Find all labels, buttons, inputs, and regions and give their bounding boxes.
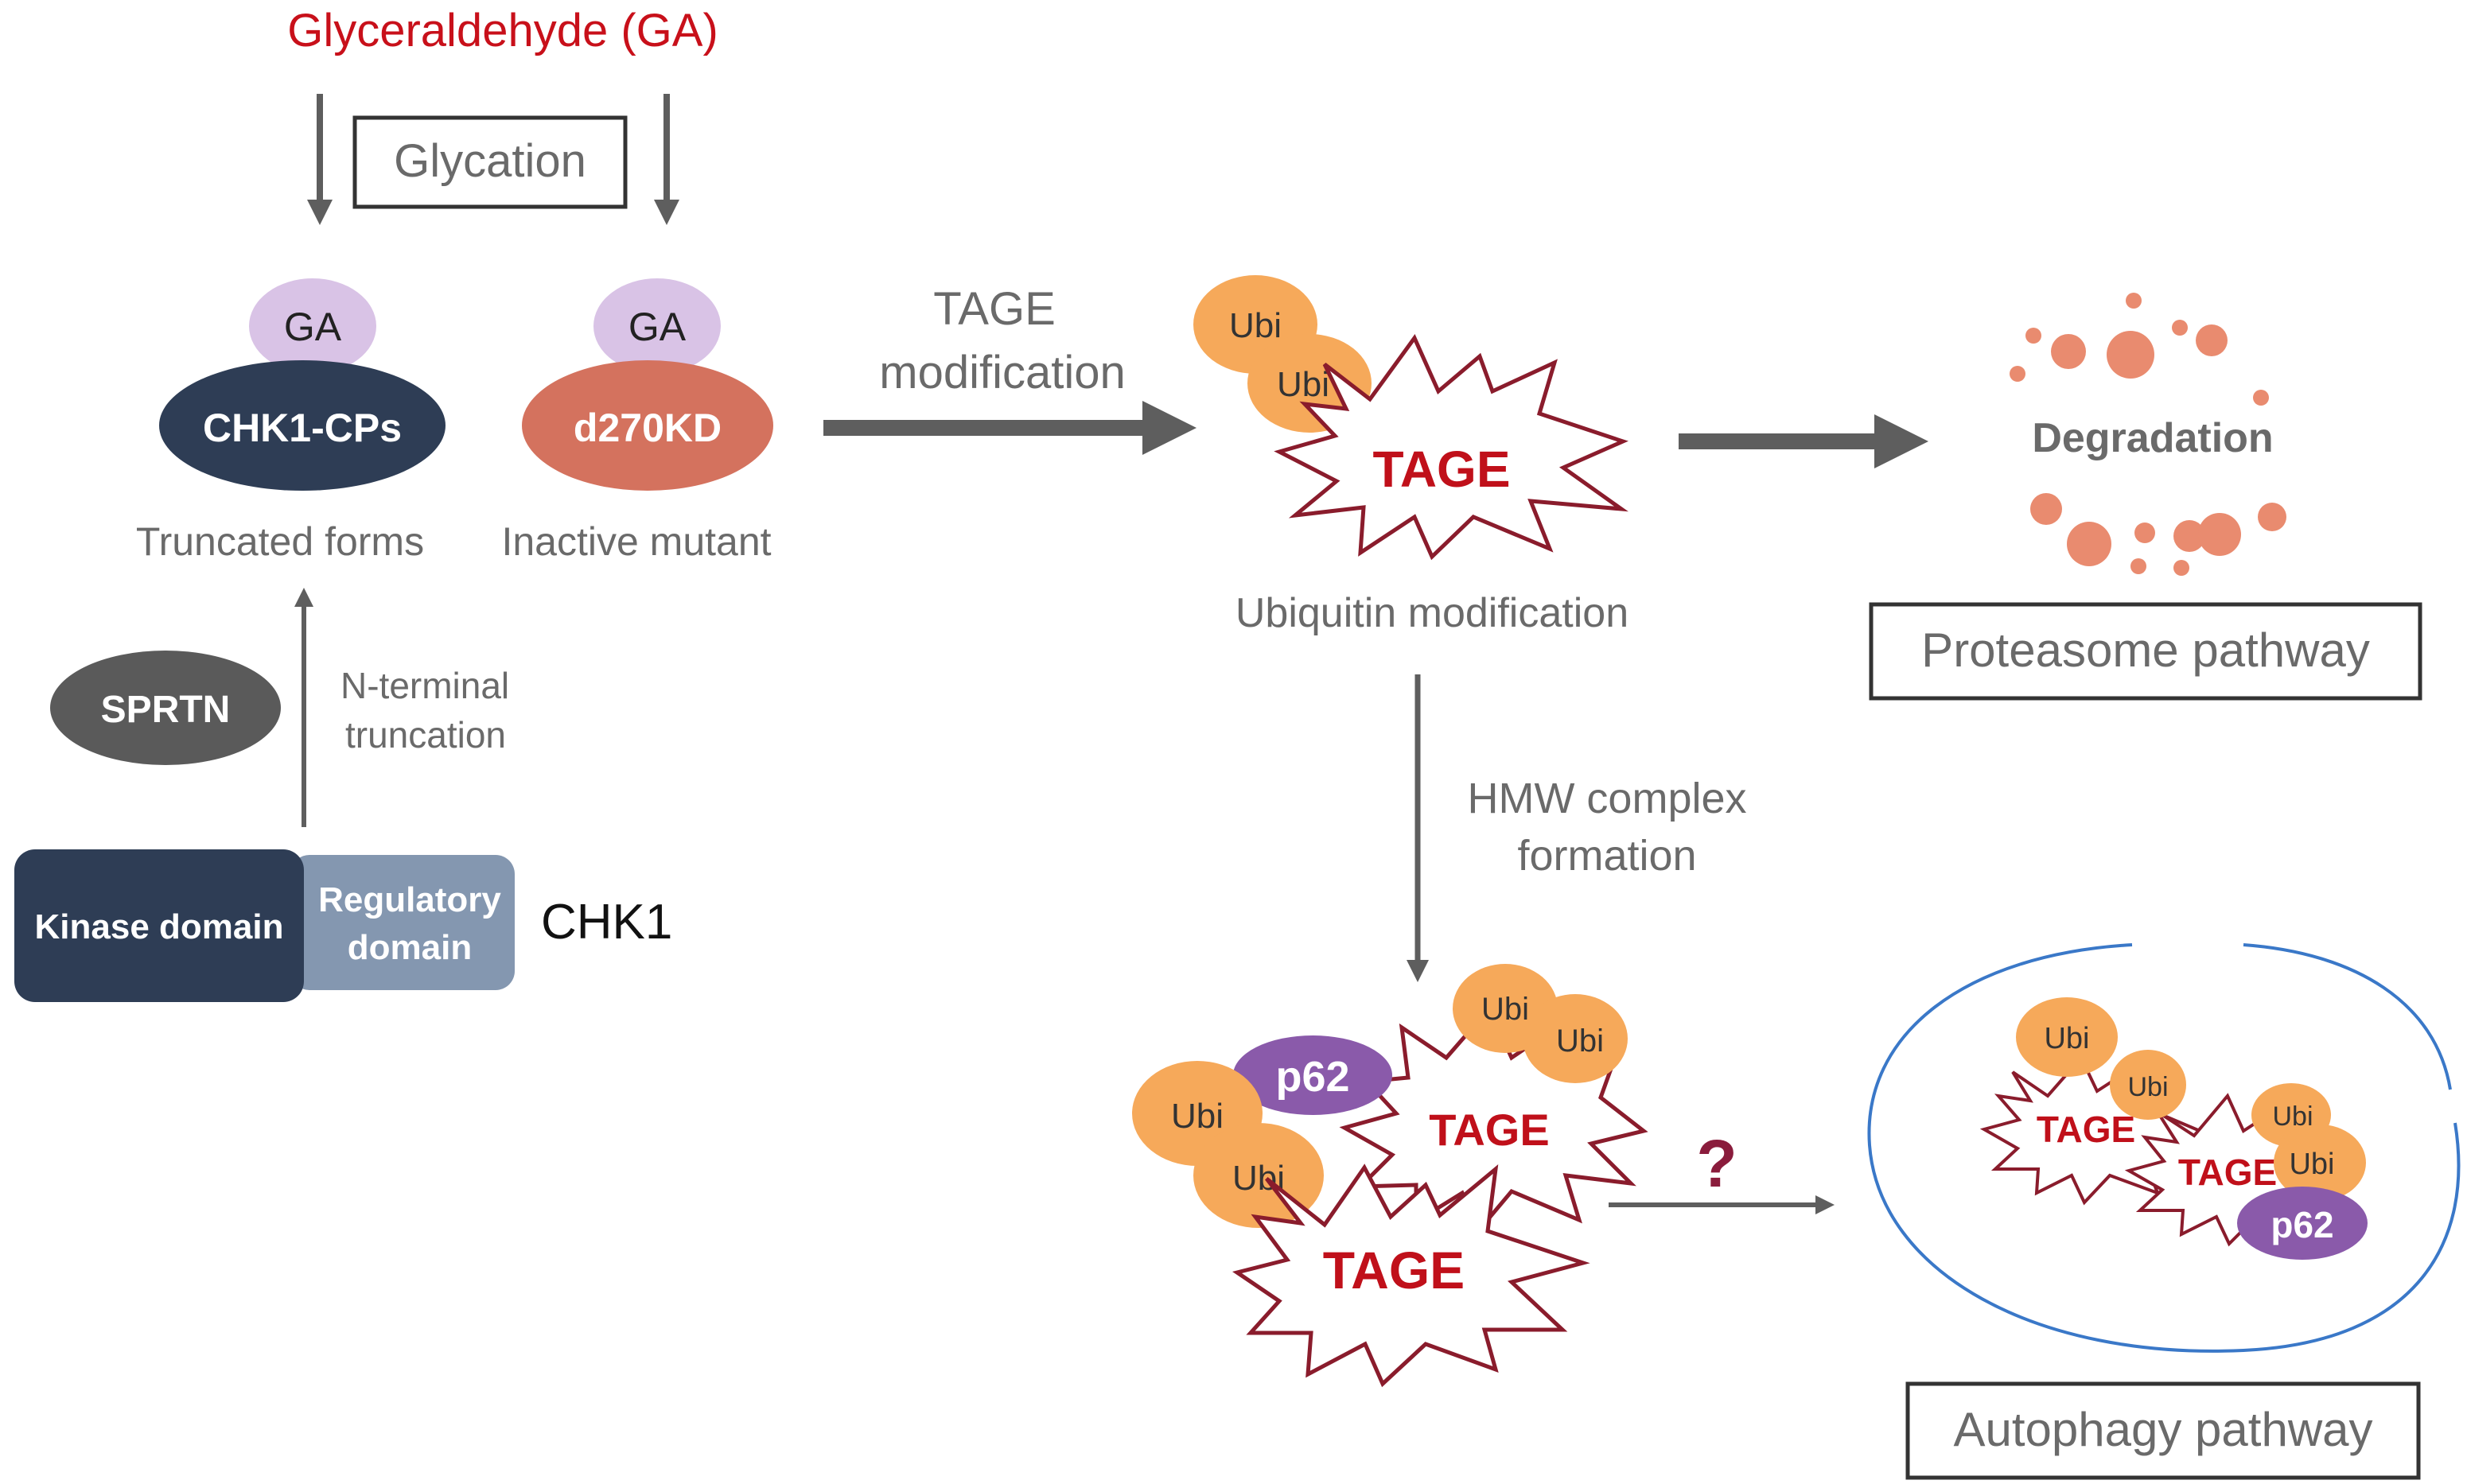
hmw-aggregate-cluster: TAGE Ubi Ubi p62 Ubi Ubi TAGE — [1132, 964, 1648, 1388]
hmw-line1: HMW complex — [1467, 775, 1746, 822]
tage-label: TAGE — [2037, 1109, 2135, 1150]
glycation-box — [352, 115, 628, 209]
truncated-forms-label: Truncated forms — [136, 519, 424, 564]
sprtn-ellipse — [50, 651, 281, 765]
glycation-label: Glycation — [394, 135, 586, 187]
tage-starburst-icon — [1232, 1164, 1590, 1388]
degradation-dot-ring-icon — [2010, 293, 2286, 576]
degradation-dot — [2067, 522, 2111, 566]
hmw-line2: formation — [1517, 832, 1696, 880]
chk1-cps-label: CHK1-CPs — [203, 406, 402, 450]
autophagy-pathway-box — [1905, 1381, 2421, 1480]
n-terminal-line1: N-terminal — [340, 665, 509, 706]
degradation-dot — [2025, 328, 2041, 344]
autophagosome-membrane-icon — [1867, 943, 2461, 1353]
ubi-ellipse — [1523, 994, 1628, 1083]
regulatory-domain-line2: domain — [348, 928, 472, 967]
regulatory-domain-box — [290, 855, 515, 990]
ubi-ellipse — [2274, 1125, 2366, 1201]
d270kd-ellipse — [522, 360, 773, 491]
degradation-dot — [2030, 493, 2062, 525]
question-mark: ? — [1696, 1126, 1737, 1201]
ubi-label: Ubi — [1277, 365, 1329, 404]
ga-title: Glyceraldehyde (GA) — [287, 5, 718, 56]
proteasome-pathway-box — [1869, 602, 2422, 701]
degradation-dot — [2107, 331, 2154, 379]
degradation-dot — [2196, 324, 2228, 356]
degradation-dot — [2130, 558, 2146, 574]
tage-label: TAGE — [1372, 441, 1510, 498]
tage-label: TAGE — [1323, 1241, 1465, 1299]
autophagy-pathway-label: Autophagy pathway — [1953, 1403, 2372, 1456]
p62-label: p62 — [2270, 1204, 2333, 1245]
ubi-ellipse — [2110, 1050, 2186, 1120]
ubiquitin-modified-tage: Ubi Ubi TAGE — [1193, 275, 1628, 561]
autophagosome-membrane-icon — [2243, 943, 2452, 1090]
ga-badge-chk1 — [249, 278, 376, 374]
ubiquitin-modification-label: Ubiquitin modification — [1235, 590, 1628, 636]
ubi-label: Ubi — [1556, 1024, 1604, 1059]
tage-label: TAGE — [1429, 1105, 1549, 1155]
chk1-cps-ellipse — [159, 360, 446, 491]
p62-ellipse — [1233, 1035, 1392, 1115]
proteasome-pathway-label: Proteasome pathway — [1921, 624, 2370, 677]
ubi-label: Ubi — [2127, 1072, 2168, 1102]
ga-badge-d270kd-label: GA — [628, 305, 687, 349]
degradation-dot — [2051, 334, 2086, 369]
n-terminal-line2: truncation — [345, 714, 506, 756]
regulatory-domain-line1: Regulatory — [318, 880, 501, 919]
sprtn-label: SPRTN — [101, 689, 231, 731]
tage-modification-line2: modification — [879, 347, 1125, 398]
ubi-label: Ubi — [1481, 992, 1529, 1027]
degradation-dot — [2253, 390, 2269, 406]
kinase-domain-box — [14, 849, 304, 1002]
degradation-dot — [2173, 520, 2205, 552]
ubi-ellipse — [2016, 997, 2118, 1077]
degradation-dot — [2258, 503, 2286, 531]
ubi-label: Ubi — [2044, 1022, 2089, 1055]
degradation-dot — [2010, 366, 2025, 382]
degradation-dot — [2126, 293, 2142, 309]
p62-label: p62 — [1275, 1053, 1349, 1101]
ga-badge-chk1-label: GA — [284, 305, 342, 349]
ubi-label: Ubi — [1229, 306, 1282, 345]
inactive-mutant-label: Inactive mutant — [501, 519, 771, 564]
ga-badge-d270kd — [593, 278, 721, 374]
ubi-label: Ubi — [2289, 1148, 2334, 1181]
chk1-label: CHK1 — [541, 895, 672, 950]
tage-starburst-icon — [1274, 334, 1628, 561]
degradation-dot — [2172, 320, 2188, 336]
degradation-dot — [2134, 523, 2155, 543]
kinase-domain-label: Kinase domain — [35, 907, 284, 946]
autophagosome-cargo: TAGE TAGE Ubi Ubi Ubi Ubi p62 — [1979, 997, 2368, 1260]
degradation-dot — [2173, 560, 2189, 576]
p62-ellipse — [2237, 1187, 2368, 1260]
degradation-label: Degradation — [2032, 415, 2273, 461]
ubi-label: Ubi — [1171, 1097, 1224, 1136]
degradation-dot — [2198, 513, 2241, 556]
tage-modification-line1: TAGE — [933, 283, 1056, 335]
d270kd-label: d270KD — [574, 406, 722, 450]
tage-label: TAGE — [2178, 1152, 2277, 1193]
